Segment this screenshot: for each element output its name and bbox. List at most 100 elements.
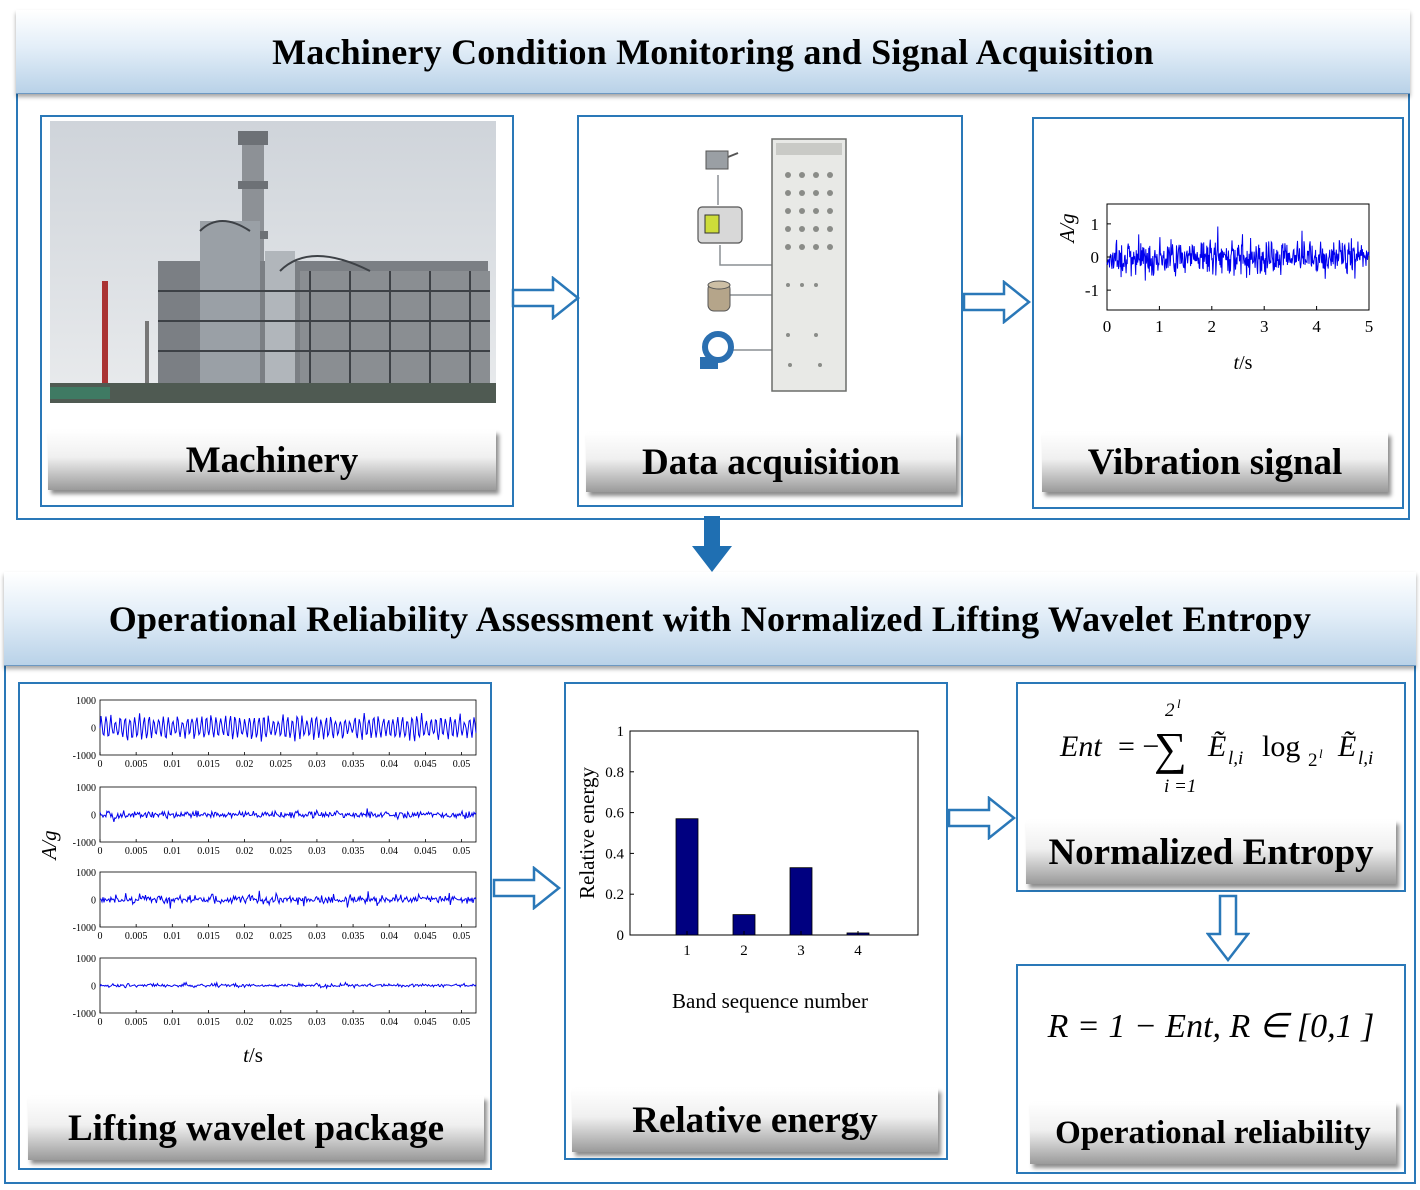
wavelet-xtick-label: 0.045 [414, 846, 437, 857]
wavelet-xtick-label: 0.04 [380, 1017, 398, 1028]
vibration-sensor-icon [707, 280, 731, 312]
wavelet-signal-line [99, 808, 477, 823]
wavelet-xtick-label: 0.035 [342, 1017, 365, 1028]
sum-symbol: ∑ [1154, 723, 1187, 774]
energy-ytick-label: 0.6 [605, 806, 624, 822]
vibration-ytick-label: 1 [1091, 215, 1100, 234]
machinery-caption: Machinery [48, 430, 496, 490]
wavelet-caption: Lifting wavelet package [28, 1096, 484, 1160]
energy-ytick-label: 0 [617, 928, 625, 944]
energy-ytick-label: 1 [617, 724, 625, 740]
energy-ytick-label: 0.8 [605, 765, 624, 781]
vibration-caption: Vibration signal [1042, 432, 1388, 492]
wavelet-xtick-label: 0.05 [453, 846, 471, 857]
energy-xlabel: Band sequence number [672, 989, 868, 1013]
energy-xtick-label: 3 [797, 943, 805, 959]
arrow-wavelet-to-energy [492, 866, 562, 910]
vibration-ytick-label: 0 [1091, 248, 1100, 267]
svg-text:Ent: Ent [1059, 730, 1102, 763]
wavelet-xtick-label: 0.045 [414, 759, 437, 770]
wavelet-ytick-label: 1000 [76, 868, 96, 879]
wavelet-xtick-label: 0.02 [236, 759, 254, 770]
wavelet-xtick-label: 0.05 [453, 759, 471, 770]
wavelet-xtick-label: 0.015 [197, 846, 220, 857]
wavelet-ytick-label: -1000 [73, 1009, 96, 1020]
svg-text:l: l [1177, 696, 1181, 711]
wavelet-xtick-label: 0.045 [414, 931, 437, 942]
energy-ytick-label: 0.4 [605, 846, 624, 862]
entropy-formula: Ent = − ∑ 2 l i =1 Ẽ l,i log 2 l Ẽ l,i [1059, 696, 1373, 797]
accelerometer-icon [705, 150, 739, 170]
vibration-signal-line [1106, 226, 1370, 281]
vibration-xtick-label: 1 [1155, 317, 1164, 336]
wavelet-xtick-label: 0.03 [308, 759, 326, 770]
wavelet-ytick-label: 1000 [76, 696, 96, 707]
arrow-entropy-to-reliability [1206, 894, 1250, 962]
vibration-xlabel: t/s [1234, 352, 1253, 374]
wavelet-signal-line [99, 712, 477, 742]
wavelet-xtick-label: 0.035 [342, 931, 365, 942]
energy-xtick-label: 2 [740, 943, 748, 959]
wavelet-xtick-label: 0.015 [197, 1017, 220, 1028]
energy-xtick-label: 4 [854, 943, 862, 959]
wavelet-xtick-label: 0.05 [453, 931, 471, 942]
wavelet-xtick-label: 0 [98, 846, 103, 857]
wavelet-ytick-label: 1000 [76, 783, 96, 794]
energy-panel [564, 682, 948, 1160]
wavelet-xtick-label: 0.02 [236, 1017, 254, 1028]
entropy-caption: Normalized Entropy [1026, 820, 1396, 884]
svg-text:2: 2 [1308, 750, 1318, 771]
wavelet-xtick-label: 0.01 [164, 931, 182, 942]
wavelet-xtick-label: 0.04 [380, 846, 398, 857]
wavelet-xtick-label: 0.01 [164, 759, 182, 770]
wavelet-xtick-label: 0.02 [236, 846, 254, 857]
wavelet-axes-frame [99, 786, 477, 843]
wavelet-xtick-label: 0.01 [164, 1017, 182, 1028]
svg-text:l,i: l,i [1228, 748, 1243, 769]
energy-axes-frame [629, 730, 919, 936]
arrow-acquisition-to-vibration [962, 280, 1032, 324]
svg-text:log: log [1262, 730, 1300, 763]
wavelet-xtick-label: 0.04 [380, 931, 398, 942]
vibration-xtick-label: 2 [1208, 317, 1217, 336]
wavelet-ytick-label: -1000 [73, 838, 96, 849]
arrow-machinery-to-acquisition [511, 276, 581, 320]
wavelet-xtick-label: 0.035 [342, 846, 365, 857]
svg-text:i =1: i =1 [1164, 776, 1196, 797]
energy-bar [789, 867, 813, 936]
wavelet-signal-line [99, 980, 477, 990]
wavelet-xtick-label: 0.03 [308, 846, 326, 857]
svg-text:l,i: l,i [1358, 748, 1373, 769]
svg-text:Ẽ: Ẽ [1207, 730, 1226, 763]
vibration-ytick-label: -1 [1085, 281, 1099, 300]
wavelet-xtick-label: 0.045 [414, 1017, 437, 1028]
svg-text:= −: = − [1118, 730, 1159, 763]
wavelet-axes-frame [99, 871, 477, 928]
arrow-top-to-bottom [692, 516, 732, 572]
wavelet-xtick-label: 0.01 [164, 846, 182, 857]
wavelet-xtick-label: 0.03 [308, 931, 326, 942]
vibration-xtick-label: 0 [1103, 317, 1112, 336]
wavelet-xtick-label: 0.05 [453, 1017, 471, 1028]
wavelet-axes-frame [99, 957, 477, 1014]
wavelet-ytick-label: 0 [91, 811, 96, 822]
wavelet-ylabel: A/g [37, 830, 61, 861]
wavelet-xlabel: t/s [243, 1043, 263, 1067]
energy-caption: Relative energy [572, 1088, 938, 1152]
svg-text:2: 2 [1165, 700, 1175, 721]
vibration-xtick-label: 4 [1312, 317, 1321, 336]
svg-text:Ẽ: Ẽ [1337, 730, 1356, 763]
vibration-xtick-label: 5 [1365, 317, 1374, 336]
factory-photo [50, 121, 496, 403]
arrow-energy-to-entropy [947, 796, 1017, 840]
wavelet-xtick-label: 0 [98, 1017, 103, 1028]
current-clamp-icon [700, 331, 734, 369]
wavelet-xtick-label: 0.015 [197, 759, 220, 770]
energy-bar [675, 818, 699, 936]
wavelet-ytick-label: 0 [91, 896, 96, 907]
reliability-formula: R = 1 − Ent, R ∈ [0,1 ] [1047, 1008, 1375, 1045]
wavelet-ytick-label: 0 [91, 982, 96, 993]
